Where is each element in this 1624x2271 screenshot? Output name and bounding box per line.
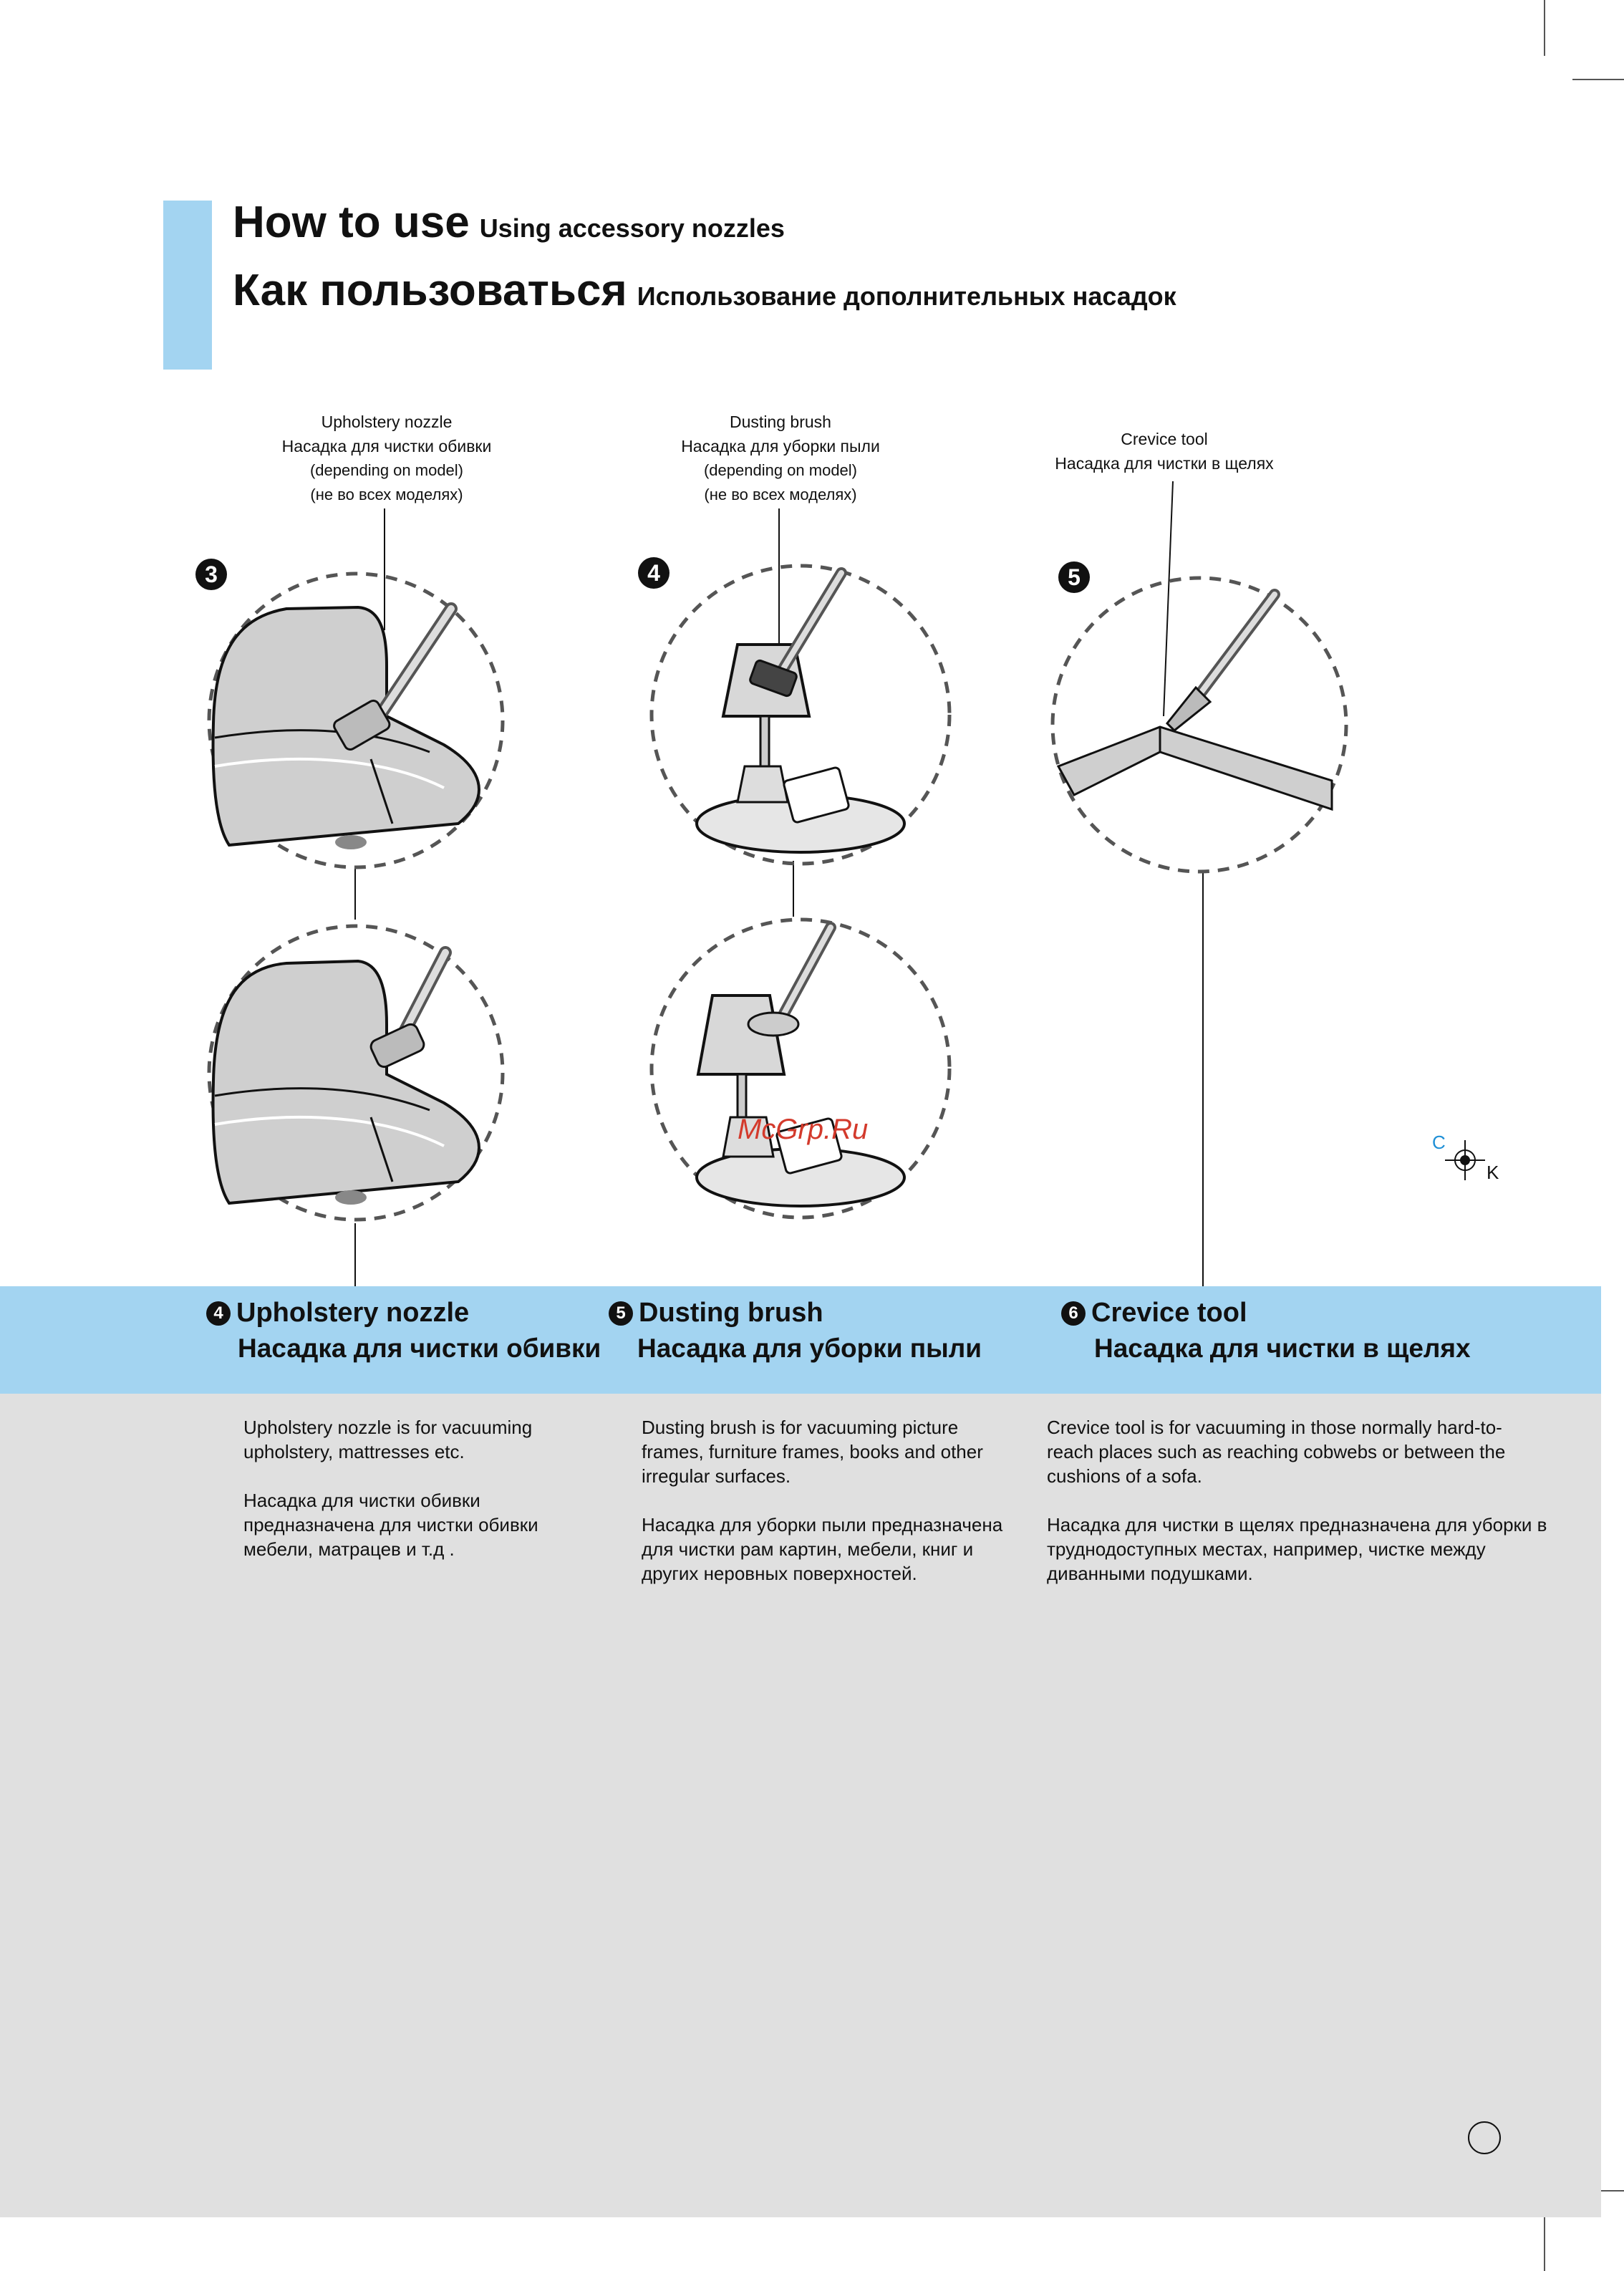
page-title-ru: Как пользоваться Использование дополнител… — [233, 265, 1176, 316]
label-crevice: Crevice tool Насадка для чистки в щелях — [1055, 430, 1274, 473]
step-number-4: 4 — [638, 557, 670, 589]
desc-dusting: Dusting brush is for vacuuming picture f… — [642, 1417, 1003, 1584]
title-sub-ru: Использование дополнительных насадок — [637, 281, 1176, 311]
title-main-ru: Как пользоваться — [233, 266, 627, 315]
step-number-3: 3 — [195, 559, 227, 590]
sofa-illustration-bottom — [207, 924, 505, 1222]
lamp-illustration-bottom — [649, 917, 952, 1220]
title-sub-en: Using accessory nozzles — [479, 213, 785, 243]
description-panel — [0, 1394, 1601, 2217]
step-number-5: 5 — [1058, 561, 1090, 593]
crop-mark-top-h — [1572, 79, 1624, 80]
reg-letter-k: K — [1487, 1162, 1499, 1183]
desc-upholstery: Upholstery nozzle is for vacuuming uphol… — [243, 1417, 538, 1560]
lamp-illustration-top — [649, 564, 952, 866]
page-number-circle — [1468, 2121, 1501, 2154]
page-title-en: How to use Using accessory nozzles — [233, 197, 785, 248]
section-title-band — [0, 1286, 1601, 1394]
watermark: McGrp.Ru — [738, 1114, 869, 1145]
reg-letter-c: C — [1432, 1132, 1446, 1153]
title-main-en: How to use — [233, 198, 470, 247]
corner-illustration — [1050, 576, 1348, 874]
label-upholstery: Upholstery nozzle Насадка для чистки оби… — [281, 413, 492, 503]
sofa-illustration-top — [207, 572, 505, 869]
leader-lines — [354, 481, 1204, 1286]
title-accent-bar — [163, 201, 212, 370]
crop-mark-top — [1544, 0, 1545, 56]
crop-mark-bottom — [1544, 2213, 1545, 2271]
registration-mark — [1445, 1140, 1485, 1180]
desc-crevice: Crevice tool is for vacuuming in those n… — [1047, 1417, 1547, 1584]
label-dusting: Dusting brush Насадка для уборки пыли (d… — [681, 413, 880, 503]
